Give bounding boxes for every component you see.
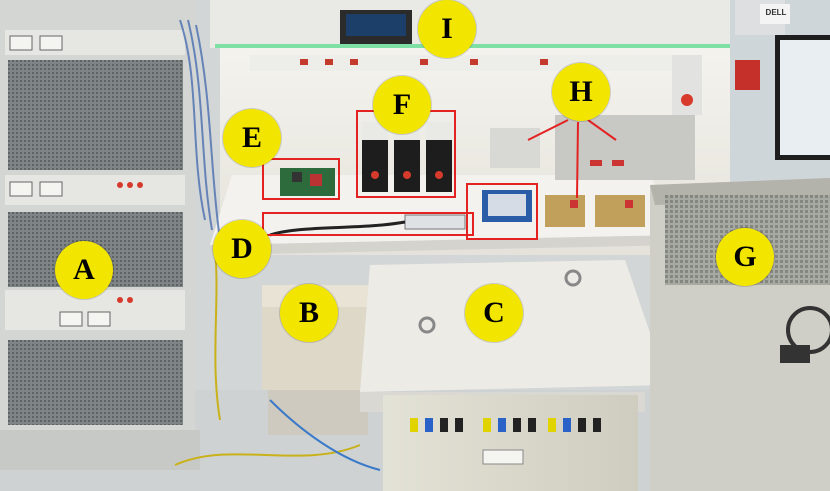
label-i: I (418, 0, 476, 58)
label-c: C (465, 284, 523, 342)
monitor-brand-logo: DELL (765, 8, 787, 17)
region-box-d (262, 212, 474, 236)
label-d: D (213, 220, 271, 278)
region-box-h-daq (466, 183, 538, 240)
region-box-e (262, 158, 340, 200)
label-h: H (552, 63, 610, 121)
label-g: G (716, 228, 774, 286)
label-f: F (373, 76, 431, 134)
label-a: A (55, 241, 113, 299)
label-e: E (223, 109, 281, 167)
label-b: B (280, 284, 338, 342)
